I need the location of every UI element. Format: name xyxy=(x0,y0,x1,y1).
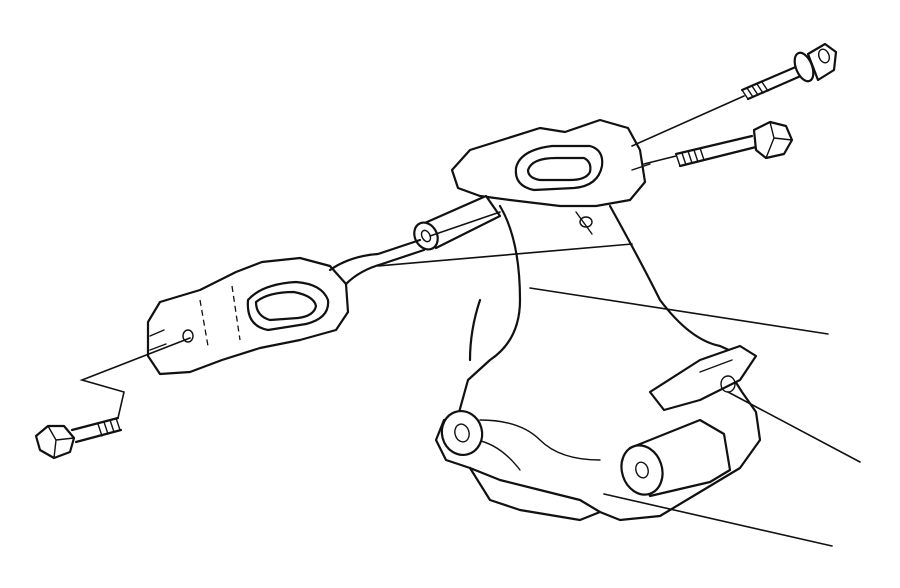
leader-strut-to-bracket xyxy=(377,243,633,267)
torque-strut-icon xyxy=(146,238,426,376)
upper-bolt xyxy=(740,42,838,101)
upper-hex-bolt xyxy=(674,120,794,168)
leader-sleeve-axis xyxy=(429,211,501,237)
hex-bolt-icon xyxy=(674,120,794,168)
strut-arm xyxy=(146,238,426,376)
leader-bracket-right-1 xyxy=(529,287,829,335)
bolt-with-washer-icon xyxy=(740,42,838,101)
leader-hex-bolt-axis xyxy=(643,155,677,165)
engine-mount-bracket-icon xyxy=(413,118,762,522)
leader-bracket-right-3 xyxy=(603,493,833,547)
leader-lines xyxy=(79,95,861,547)
main-bracket xyxy=(413,118,762,522)
leader-lower-bolt-axis xyxy=(79,337,191,419)
leader-upper-bolt-axis xyxy=(631,95,745,147)
leader-bracket-right-2 xyxy=(727,391,861,463)
lower-hex-bolt xyxy=(34,416,123,460)
hex-bolt-icon xyxy=(34,416,123,460)
